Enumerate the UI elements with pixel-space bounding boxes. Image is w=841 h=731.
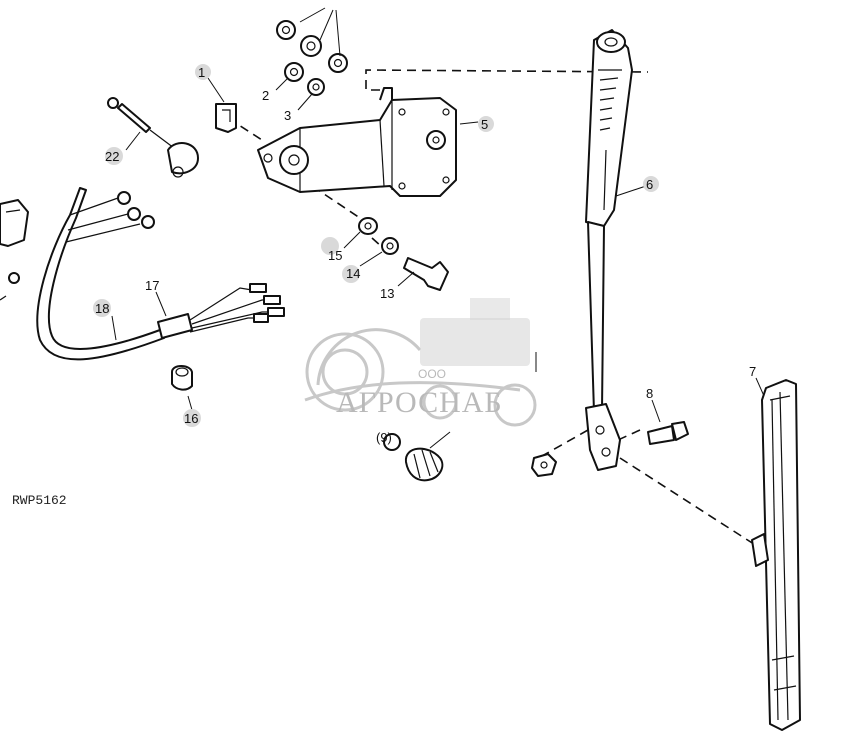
hardware-top (275, 7, 348, 111)
callout-17: 17 (145, 278, 159, 293)
callout-2: 2 (262, 88, 269, 103)
wiper-motor-part (257, 87, 479, 197)
wiper-arm-part (585, 29, 647, 471)
connector-partial (0, 199, 29, 301)
callout-dot (321, 237, 339, 255)
callout-16: 16 (184, 411, 198, 426)
wiper-blade-part (751, 377, 801, 731)
wiring-harness-part (36, 187, 285, 361)
callout-7: 7 (749, 364, 756, 379)
motor-mount-hardware (343, 217, 449, 291)
callout-14: 14 (346, 266, 360, 281)
watermark-company-type: ООО (418, 367, 446, 381)
arm-fasteners (531, 352, 689, 477)
callout-dot (478, 116, 494, 132)
agrosnab-watermark-logo: ООО АГРОСНАБ (304, 298, 537, 427)
callout-13: 13 (380, 286, 394, 301)
callout-22: 22 (105, 149, 119, 164)
callout-1: 1 (198, 65, 205, 80)
callout-5: 5 (481, 117, 488, 132)
callout-dot (93, 299, 111, 317)
callout-9: (9) (376, 430, 392, 445)
callout-dot (342, 265, 360, 283)
callout-18: 18 (95, 301, 109, 316)
figure-code: RWP5162 (12, 493, 67, 508)
callout-15: 15 (328, 248, 342, 263)
callout-8: 8 (646, 386, 653, 401)
callout-dot (643, 176, 659, 192)
callout-dot (183, 409, 201, 427)
knob-part (383, 431, 451, 482)
ground-cable-part (107, 97, 199, 178)
watermark-company-name: АГРОСНАБ (336, 386, 503, 419)
callout-3: 3 (284, 108, 291, 123)
callout-labels: 1 2 3 5 6 7 8 13 14 15 16 17 18 22 (9) (93, 64, 756, 445)
callout-dot (105, 147, 123, 165)
callout-dot (195, 64, 211, 80)
callout-6: 6 (646, 177, 653, 192)
grommet-part (171, 365, 193, 411)
bracket-part (207, 77, 237, 133)
